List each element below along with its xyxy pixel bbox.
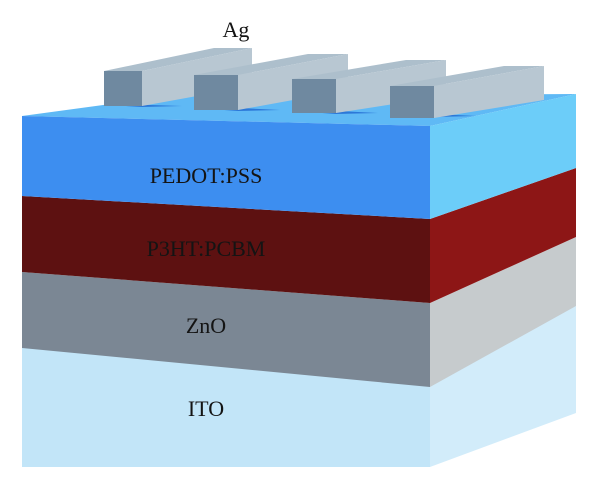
ag-label: Ag: [223, 17, 250, 42]
pedot-pss-layer-side: [430, 94, 576, 219]
zno-layer-side: [430, 237, 576, 387]
p3ht-pcbm-layer: P3HT:PCBM: [22, 168, 576, 303]
ag-finger-side: [434, 66, 544, 118]
ag-finger-top: [104, 48, 252, 71]
ag-electrodes: Ag: [104, 17, 544, 118]
ag-finger-top: [194, 54, 348, 75]
p3ht-pcbm-layer-front: [22, 196, 430, 303]
zno-layer-front: [22, 272, 430, 387]
pedot-pss-layer-front: [22, 116, 430, 219]
ag-finger-front: [194, 75, 238, 110]
zno-layer: ZnO: [22, 237, 576, 387]
ag-finger-top: [390, 66, 544, 86]
ito-layer-front: [22, 348, 430, 467]
ag-finger-front: [292, 79, 336, 113]
ag-finger-front: [390, 86, 434, 118]
p3ht-pcbm-label: P3HT:PCBM: [147, 236, 266, 261]
ito-label: ITO: [188, 396, 224, 421]
pedot-pss-label: PEDOT:PSS: [150, 163, 263, 188]
ag-finger-front: [104, 71, 142, 106]
ag-finger-4: [390, 66, 544, 118]
ag-finger-top: [292, 60, 446, 79]
p3ht-pcbm-layer-side: [430, 168, 576, 303]
zno-label: ZnO: [186, 313, 226, 338]
